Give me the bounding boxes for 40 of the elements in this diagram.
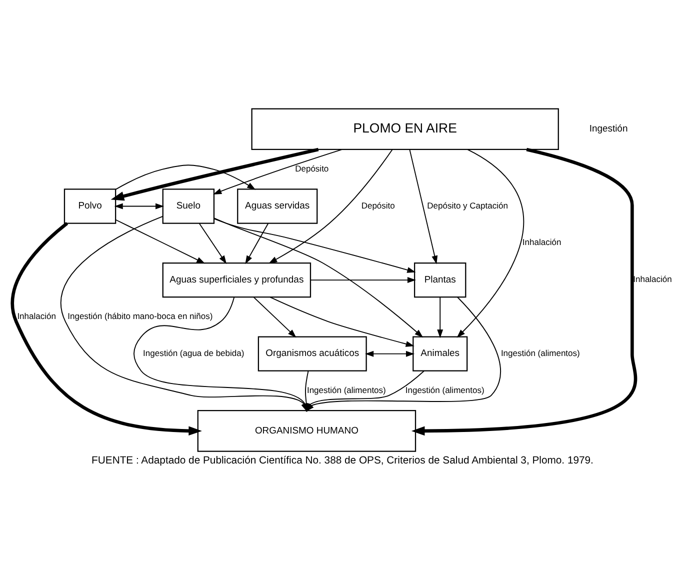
arrow <box>115 164 256 190</box>
arrow <box>110 147 319 200</box>
node-box: Animales <box>412 336 468 371</box>
node-box: ORGANISMO HUMANO <box>197 410 416 452</box>
arrow <box>214 217 424 338</box>
edge-label: Ingestión (alimentos) <box>405 384 484 394</box>
arrow <box>270 296 414 346</box>
arrow <box>245 222 269 264</box>
edge-label: Depósito <box>295 162 329 173</box>
arrow <box>10 222 202 436</box>
edge-label: Depósito <box>361 200 395 210</box>
edge-label: Ingestión (alimentos) <box>306 384 386 394</box>
edge-label: Ingestión (hábito mano-boca en niños) <box>68 310 213 321</box>
label: Ingestión <box>589 122 628 134</box>
edge-label: Inhalación <box>17 310 56 321</box>
node-box: Aguas servidas <box>237 188 318 224</box>
arrow <box>115 218 206 264</box>
arrow <box>114 202 164 209</box>
arrow <box>365 350 414 356</box>
node-box: Aguas superficiales y profundas <box>162 262 312 298</box>
arrow <box>456 148 524 338</box>
node-box: Plantas <box>414 262 466 298</box>
node-box: Organismos acuáticos <box>258 336 367 371</box>
arrow <box>310 276 416 283</box>
edge-label: Inhalación <box>522 236 562 247</box>
edge-label: Depósito y Captación <box>427 200 508 210</box>
node-box: PLOMO EN AIRE <box>251 108 559 150</box>
arrow <box>198 222 227 264</box>
arrow <box>411 147 637 436</box>
arrow <box>437 296 444 338</box>
arrow <box>409 148 438 264</box>
node-box: Suelo <box>162 188 215 224</box>
edge-label: Ingestión (alimentos) <box>500 347 580 358</box>
edge-label: Ingestión (agua de bebida) <box>143 347 244 358</box>
arrow <box>253 296 296 338</box>
arrow <box>268 148 393 263</box>
arrow <box>213 148 343 194</box>
caption: FUENTE : Adaptado de Publicación Científica No. 388 de OPS, Criterios de Salud Ambiental 3, Plomo. 1979. <box>92 454 594 466</box>
node-box: Polvo <box>64 188 116 224</box>
arrow <box>214 218 416 272</box>
